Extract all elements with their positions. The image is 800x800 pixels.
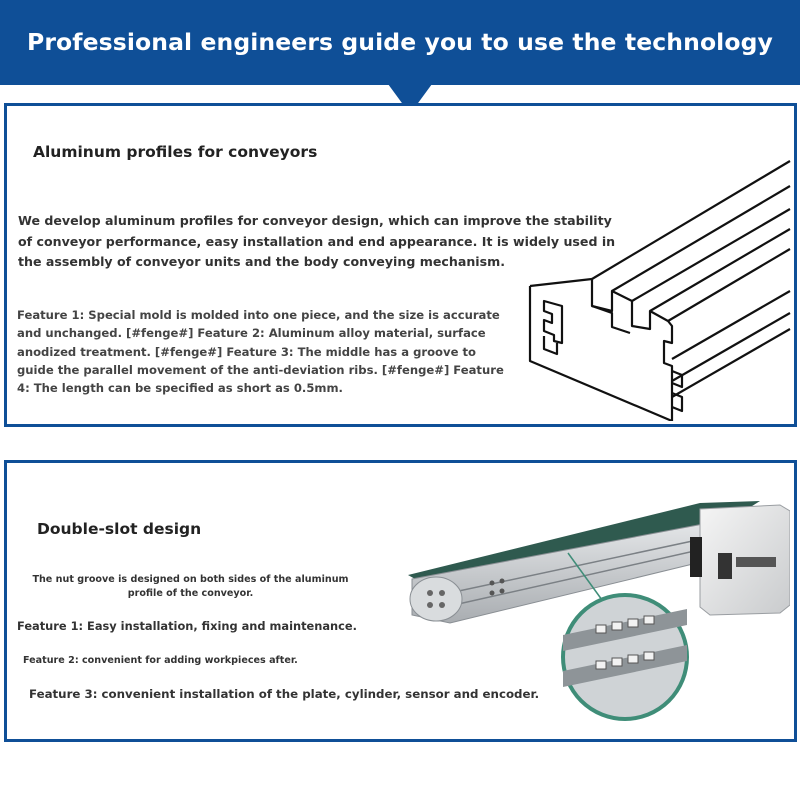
feature-3-text: Feature 3: convenient installation of th… xyxy=(29,687,540,701)
aluminum-profiles-panel: Aluminum profiles for conveyors We devel… xyxy=(4,103,797,427)
section-title: Aluminum profiles for conveyors xyxy=(33,143,318,161)
header-banner: Professional engineers guide you to use … xyxy=(0,0,800,85)
section-intro: The nut groove is designed on both sides… xyxy=(32,574,349,599)
section-title: Double-slot design xyxy=(37,520,202,538)
aluminum-profile-illustration xyxy=(528,160,791,421)
section-intro: We develop aluminum profiles for conveyo… xyxy=(18,213,616,269)
feature-1-text: Feature 1: Easy installation, fixing and… xyxy=(17,619,357,633)
belt-conveyor-photo xyxy=(408,501,790,721)
page-title: Professional engineers guide you to use … xyxy=(27,28,773,56)
feature-2-text: Feature 2: convenient for adding workpie… xyxy=(23,655,298,666)
feature-list: Feature 1: Special mold is molded into o… xyxy=(17,308,504,396)
double-slot-panel: Double-slot design The nut groove is des… xyxy=(4,460,797,742)
